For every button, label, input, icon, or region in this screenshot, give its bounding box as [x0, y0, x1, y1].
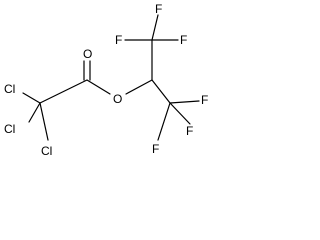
atom-f-top-mid: F: [155, 2, 162, 16]
bond-cf-bot-right: [169, 100, 200, 104]
atom-f-bot-left: F: [152, 142, 159, 156]
atom-o-ester: O: [113, 92, 122, 106]
atom-f-bot-mid: F: [186, 124, 193, 138]
bond-cf-top-mid: [151, 14, 159, 41]
bond-c-c-acyl: [39, 79, 88, 104]
chemical-structure-diagram: Cl Cl Cl O O F F F F F F: [4, 2, 208, 158]
atom-cl-bot: Cl: [41, 144, 52, 158]
atom-cl-mid: Cl: [4, 122, 15, 136]
atom-cl-top: Cl: [4, 82, 15, 96]
bond-lines: [22, 14, 200, 141]
atom-f-top-right: F: [180, 33, 187, 47]
atom-labels: Cl Cl Cl O O F F F F F F: [4, 2, 208, 158]
bond-o-ch: [125, 79, 153, 95]
bond-ch-cf3-bot: [151, 79, 171, 104]
bond-c-cl-top: [22, 92, 41, 104]
atom-o-carbonyl: O: [83, 47, 92, 61]
bond-c-cl-bot: [39, 102, 49, 141]
bond-cf-bot-mid: [169, 102, 191, 125]
bond-c-cl-mid: [28, 102, 41, 123]
atom-f-bot-right: F: [201, 93, 208, 107]
bond-cf-bot-left: [157, 102, 171, 141]
atom-f-top-left: F: [115, 33, 122, 47]
bond-c-o-ester: [86, 79, 111, 95]
